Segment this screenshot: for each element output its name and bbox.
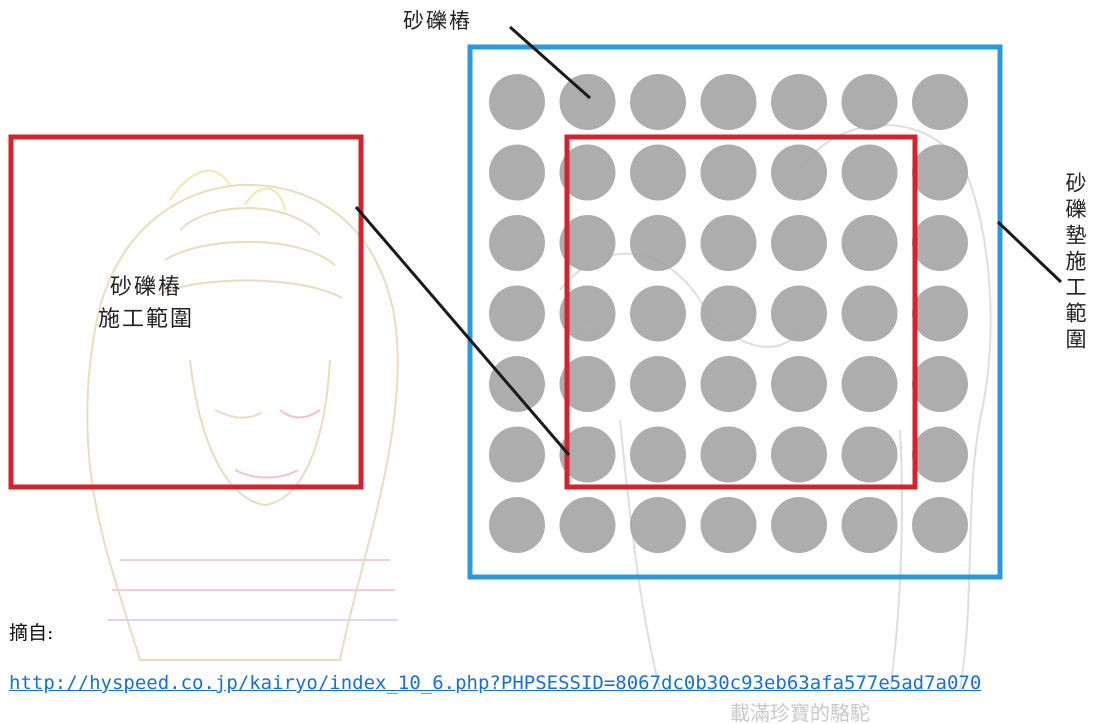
gravel-pile xyxy=(771,215,827,271)
gravel-pile xyxy=(700,144,757,201)
gravel-pile xyxy=(630,356,686,412)
gravel-pile xyxy=(912,356,968,412)
pharaoh-mask-illustration xyxy=(86,169,399,661)
gravel-pile xyxy=(912,426,968,483)
gravel-pile xyxy=(912,74,968,130)
gravel-pile-label: 砂礫樁 xyxy=(403,9,472,33)
gravel-pile xyxy=(489,356,545,412)
gravel-pile xyxy=(559,74,616,130)
leader-line-pile-area xyxy=(354,206,571,456)
gravel-pile xyxy=(912,215,968,271)
gravel-pile xyxy=(559,426,616,483)
gravel-pile xyxy=(841,426,898,483)
gravel-pile xyxy=(700,497,757,553)
gravel-pile-area-label: 砂礫樁施工範圍 xyxy=(98,272,194,336)
source-label: 摘自: xyxy=(9,622,54,644)
gravel-pile xyxy=(489,144,545,201)
gravel-pile xyxy=(559,215,616,271)
gravel-pile xyxy=(489,285,545,342)
gravel-pile xyxy=(771,497,827,553)
source-link[interactable]: http://hyspeed.co.jp/kairyo/index_10_6.p… xyxy=(9,672,982,694)
gravel-pile xyxy=(559,497,616,553)
gravel-pile xyxy=(489,215,545,271)
gravel-pile xyxy=(841,497,898,553)
gravel-pile xyxy=(559,356,616,412)
gravel-pile xyxy=(630,497,686,553)
gravel-pile xyxy=(630,215,686,271)
gravel-cushion-boundary xyxy=(467,44,1003,580)
gravel-pile xyxy=(841,144,898,201)
gravel-pile xyxy=(630,74,686,130)
gravel-pile xyxy=(841,215,898,271)
gravel-pile xyxy=(912,497,968,553)
gravel-pile xyxy=(771,74,827,130)
gravel-pile xyxy=(912,285,968,342)
gravel-pile xyxy=(700,426,757,483)
gravel-pile xyxy=(630,144,686,201)
gravel-pile xyxy=(489,426,545,483)
gravel-pile xyxy=(841,74,898,130)
gravel-pile xyxy=(489,497,545,553)
pile-area-boundary-inner xyxy=(564,134,918,490)
gravel-piles-grid xyxy=(489,74,968,553)
gravel-pile xyxy=(771,144,827,201)
pile-area-boundary-enlarged xyxy=(8,134,364,490)
gravel-pile xyxy=(630,285,686,342)
gravel-pile-area-label-line: 砂礫樁 xyxy=(110,275,183,300)
gravel-pile xyxy=(841,356,898,412)
watermark-caption: 載滿珍寶的駱駝 xyxy=(730,701,870,724)
gravel-pile xyxy=(771,426,827,483)
gravel-pile xyxy=(700,285,757,342)
gravel-cushion-area-label: 砂礫墊施工範圍 xyxy=(1063,172,1087,354)
gravel-pile xyxy=(771,285,827,342)
gravel-pile xyxy=(841,285,898,342)
leader-line-pile xyxy=(509,25,591,100)
gravel-pile xyxy=(559,285,616,342)
leader-line-cushion-area xyxy=(996,220,1063,284)
gravel-pile xyxy=(912,144,968,201)
gravel-pile xyxy=(700,74,757,130)
gravel-pile xyxy=(559,144,616,201)
gravel-pile xyxy=(700,215,757,271)
gravel-pile xyxy=(489,74,545,130)
gravel-pile-area-label-line: 施工範圍 xyxy=(98,306,195,332)
gravel-pile xyxy=(771,356,827,412)
gravel-pile xyxy=(630,426,686,483)
gravel-pile xyxy=(700,356,757,412)
